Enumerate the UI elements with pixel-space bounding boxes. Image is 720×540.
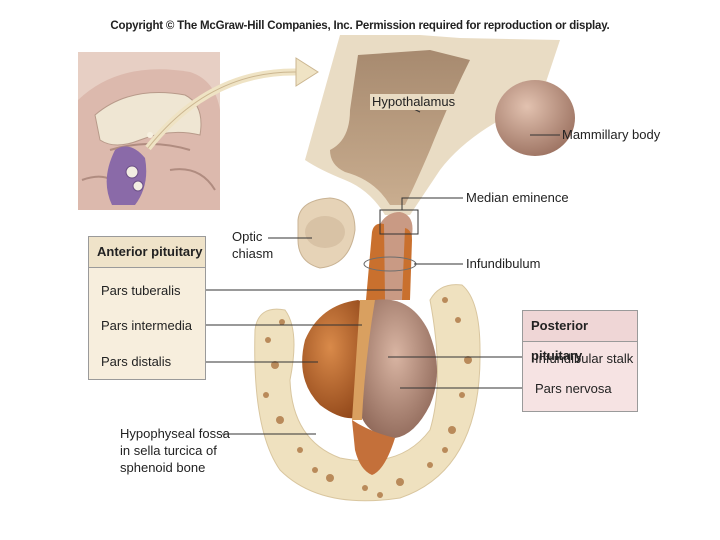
copyright-notice: Copyright © The McGraw-Hill Companies, I… xyxy=(110,20,610,32)
label-median-eminence: Median eminence xyxy=(466,190,569,205)
brain-inset xyxy=(78,52,220,210)
label-hypophyseal-fossa-line2: in sella turcica of xyxy=(120,443,217,458)
label-optic-chiasm-line2: chiasm xyxy=(232,246,274,261)
anterior-pituitary-box: Anterior pituitary Pars tuberalis Pars i… xyxy=(88,236,206,380)
anterior-item-pars-intermedia: Pars intermedia xyxy=(101,318,193,333)
label-infundibulum: Infundibulum xyxy=(466,256,541,271)
posterior-item-infundibular-stalk: Infundibular stalk xyxy=(535,351,634,366)
posterior-pituitary-title: Posterior pituitary xyxy=(523,311,637,363)
posterior-item-pars-nervosa: Pars nervosa xyxy=(535,381,612,396)
label-hypophyseal-fossa-line1: Hypophyseal fossa xyxy=(120,426,230,441)
anterior-item-pars-distalis: Pars distalis xyxy=(101,354,172,369)
anterior-pituitary-title: Anterior pituitary xyxy=(89,237,205,268)
label-hypothalamus: Hypothalamus xyxy=(370,94,458,110)
label-optic-chiasm-line1: Optic xyxy=(232,229,263,244)
posterior-pituitary-box: Posterior pituitary Infundibular stalk P… xyxy=(522,310,638,412)
label-mammillary-body: Mammillary body xyxy=(562,127,661,142)
label-hypophyseal-fossa-line3: sphenoid bone xyxy=(120,460,206,475)
anterior-item-pars-tuberalis: Pars tuberalis xyxy=(101,283,181,298)
